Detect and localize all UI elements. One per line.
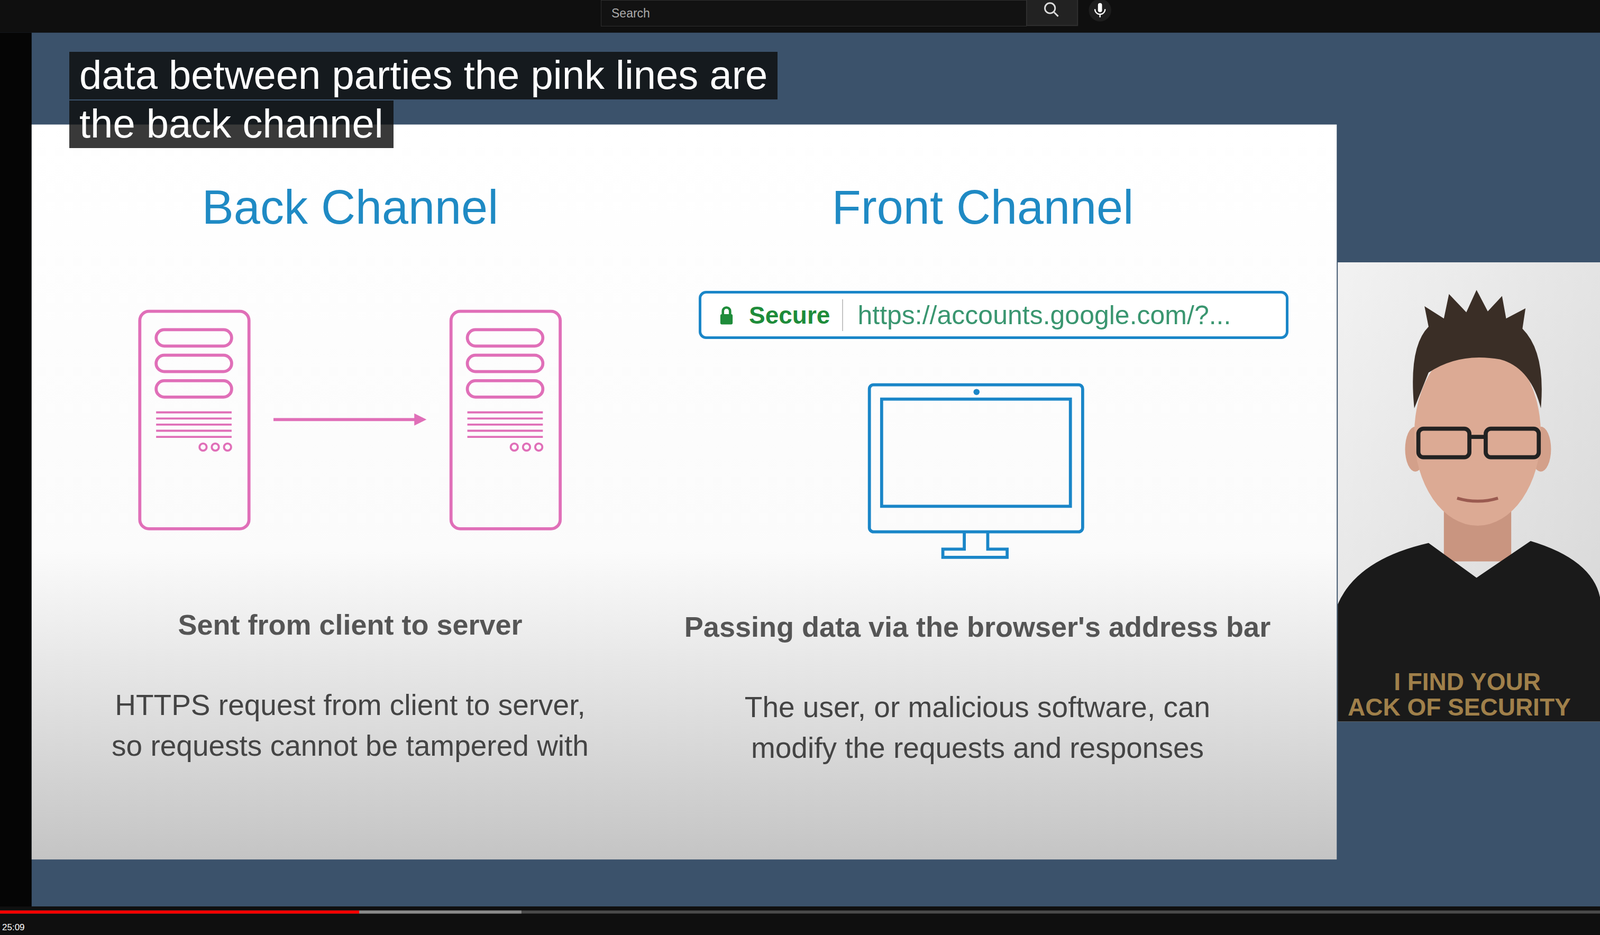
timestamp: 25:09 [2, 922, 25, 934]
progress-buffered [359, 910, 522, 914]
presenter-hair [1412, 289, 1542, 409]
slide [31, 124, 1337, 860]
mic-icon [1094, 8, 1105, 17]
presenter-glasses [1469, 434, 1486, 440]
lock-icon [723, 307, 731, 315]
server-icon [139, 311, 249, 529]
presenter-glasses [1418, 428, 1470, 458]
presenter-mouth [1457, 498, 1498, 502]
subtitle-text: data between parties the pink lines are … [69, 51, 778, 149]
mic-icon [1098, 3, 1103, 13]
description-heading: Sent from client to server [177, 607, 523, 643]
server-icon [451, 311, 561, 529]
back-channel-arrow [273, 417, 417, 422]
lock-icon [720, 314, 733, 325]
progress-played [0, 910, 360, 914]
monitor-screen [881, 399, 1071, 507]
monitor-stand [943, 532, 1008, 558]
progress-track [0, 910, 1600, 914]
letterbox-strip [0, 32, 32, 909]
search-icon [1045, 3, 1056, 14]
webcam-frame [1337, 262, 1600, 722]
presenter-glasses [1485, 428, 1539, 458]
description-text: The user, or malicious software, can mod… [712, 687, 1242, 769]
shirt-print: ACK OF SECURITY [1347, 692, 1571, 722]
monitor-icon [869, 385, 1083, 533]
mic-button [1088, 0, 1111, 22]
channel-heading: Back Channel [202, 178, 499, 236]
shirt-print: I FIND YOUR [1393, 667, 1541, 697]
presenter-shirt [1337, 541, 1600, 722]
subtitle-box: data between parties the pink lines are … [69, 50, 810, 149]
arrow-head [414, 413, 427, 426]
player-controls [0, 906, 1600, 935]
box-detail: https://accounts.google.com/?... [842, 299, 1231, 332]
monitor-camera [973, 388, 980, 396]
search-icon [1054, 12, 1059, 17]
box-text: Secure [748, 299, 830, 332]
top-bar [0, 0, 1600, 33]
search-box: Search [600, 0, 1027, 27]
search-button [1026, 0, 1078, 26]
channel-heading: Front Channel [832, 178, 1134, 236]
description-heading: Passing data via the browser's address b… [684, 609, 1271, 645]
lock-icon [718, 304, 735, 326]
box-text: Search [611, 1, 651, 26]
description-text: HTTPS request from client to server, so … [103, 684, 598, 767]
address-bar: Secure https://accounts.google.com/?... [698, 290, 1289, 340]
